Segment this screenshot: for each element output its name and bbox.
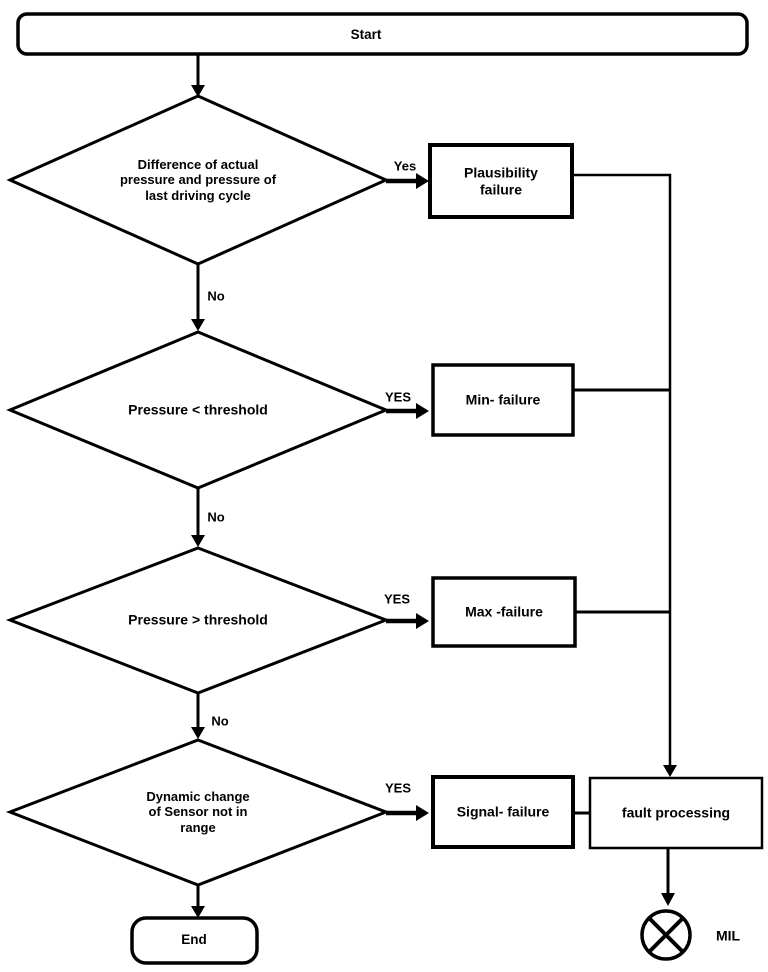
arrowhead-yes-3	[416, 613, 429, 629]
arrowhead-decision2	[191, 319, 205, 331]
arrowhead-yes-2	[416, 403, 429, 419]
arrowhead-decision1	[191, 85, 205, 97]
mil-lamp-cross-2	[648, 917, 684, 953]
arrowhead-mil	[661, 893, 675, 906]
max-failure-box-shape	[431, 576, 577, 648]
arrowhead-end	[191, 906, 205, 918]
plausibility-failure-line2: failure	[479, 181, 523, 197]
no-label-2: No	[207, 509, 225, 525]
decision-pressure-high-label: Pressure > threshold	[128, 611, 268, 628]
yes-label-4: YES	[384, 780, 412, 796]
start-node-shape	[16, 12, 749, 56]
fault-processing-label: fault processing	[621, 804, 731, 821]
plausibility-failure-line1: Plausibility	[464, 164, 538, 181]
fault-processing-box-shape	[588, 776, 764, 850]
no-label-3: No	[211, 713, 229, 729]
decision-pressure-diff-line3: last driving cycle	[145, 187, 251, 203]
mil-label: MIL	[715, 927, 741, 944]
end-node-label: End	[181, 932, 207, 948]
decision-dynamic-range-line1: Dynamic change	[146, 789, 250, 805]
arrowhead-decision3	[191, 535, 205, 547]
signal-failure-box-shape	[431, 775, 575, 849]
min-failure-label: Min- failure	[465, 391, 541, 408]
plausibility-failure-label: Plausibility failure	[464, 164, 538, 197]
decision-dynamic-range-line2: of Sensor not in	[148, 804, 248, 820]
trunk-connector-line	[572, 173, 672, 766]
decision-pressure-low-label: Pressure < threshold	[128, 401, 268, 418]
arrowhead-into-fault-processing	[663, 765, 677, 777]
max-failure-label: Max -failure	[465, 603, 543, 620]
decision-pressure-diff-line2: pressure and pressure of	[119, 172, 277, 188]
mil-lamp-icon	[640, 909, 692, 961]
min-failure-box-shape	[431, 363, 575, 437]
arrowhead-yes-4	[416, 805, 429, 821]
decision-dynamic-range-label: Dynamic change of Sensor not in range	[146, 789, 249, 835]
arrowhead-yes-1	[416, 173, 429, 189]
start-node-label: Start	[350, 27, 382, 43]
decision-pressure-diff-line1: Difference of actual	[137, 157, 259, 173]
yes-label-1: Yes	[393, 158, 417, 174]
signal-failure-label: Signal- failure	[456, 803, 550, 820]
end-node-shape	[130, 916, 259, 965]
decision-dynamic-range-line3: range	[180, 819, 216, 835]
yes-label-3: YES	[383, 591, 411, 607]
yes-label-2: YES	[384, 389, 412, 405]
no-label-1: No	[207, 288, 225, 304]
arrowhead-decision4	[191, 727, 205, 739]
plausibility-failure-box-shape	[428, 143, 574, 219]
decision-pressure-diff-label: Difference of actual pressure and pressu…	[120, 157, 276, 203]
